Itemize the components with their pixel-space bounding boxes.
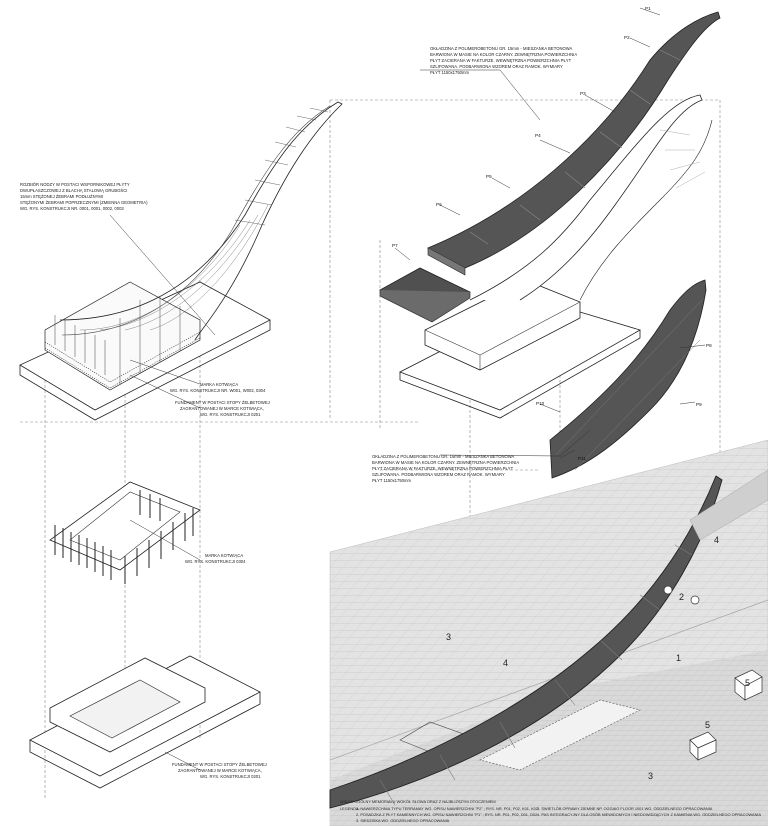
- site-number: 1: [676, 653, 681, 663]
- panel-tag: P11: [578, 456, 586, 461]
- panel-tag: P5: [486, 174, 492, 179]
- note-anchor-mark-upper: MARKA KOTWIĄCA WG. RYS. KONSTRUKCJI NR. …: [170, 382, 266, 393]
- legend-caption: LEGENDA:: [340, 806, 360, 811]
- site-view: [329, 439, 768, 826]
- panel-tag: P6: [436, 202, 442, 207]
- note-line: FUNDAMENT W POSTACI STOPY ŻELBETOWEJ: [172, 762, 267, 767]
- note-line: OKŁADZINA Z POLIMEROBETONU GR. 15mm - MI…: [372, 454, 515, 459]
- note-anchor-mark-lower: MARKA KOTWIĄCA WG. RYS. KONSTRUKCJI 0304: [185, 553, 246, 564]
- note-line: WG. RYS. KONSTRUKCJI NR. 0001, 0001, 000…: [20, 206, 124, 211]
- note-line: MARKA KOTWIĄCA: [200, 382, 238, 387]
- note-line: DWUPŁASZCZOWEJ Z BLACHĄ STALOWĄ GRUBOŚCI: [20, 188, 127, 193]
- note-foundation-lower: FUNDAMENT W POSTACI STOPY ŻELBETOWEJ ZAG…: [172, 762, 267, 779]
- site-number: 3: [446, 632, 451, 642]
- note-line: PŁYT ZACIERANA W FAKTURZE. WEWNĘTRZNA PO…: [372, 466, 514, 471]
- note-line: PŁYT 1150x1750mm: [430, 70, 469, 75]
- leader-lines: [109, 7, 706, 771]
- panel-tags: P1 P2 P3 P4 P5 P6 P7 P8 P9 P10 P11: [392, 6, 712, 461]
- legend: WIDOK OGÓLNY MEMORIAŁU WOKÓŁ SŁOWA ORAZ …: [340, 799, 762, 823]
- legend-item: 4. PAS INTEGRACYJNY DLA OSÓB NIEWIDOMYCH…: [537, 812, 762, 817]
- note-line: SZLIFOWANA. PODBARWIONA WZOREM ORAZ RAMO…: [372, 472, 505, 477]
- note-foundation-upper: FUNDAMENT W POSTACI STOPY ŻELBETOWEJ ZAG…: [175, 400, 270, 417]
- exploded-cladding: [379, 11, 721, 479]
- legend-item: 3. SIEDZISKA WG. ODDZIELNEGO OPRACOWANIA: [356, 818, 450, 823]
- note-line: WG. RYS. KONSTRUKCJI 0304: [185, 559, 246, 564]
- note-line: BARWIONA W MASIE NA KOLOR CZARNY. ZEWNĘT…: [430, 52, 577, 57]
- legend-item: 2. POSADZKA Z PŁYT KAMIENNYCH WG. OPISU …: [356, 812, 537, 817]
- note-line: PŁYT 1150x1750mm: [372, 478, 411, 483]
- note-line: SZLIFOWANA. PODBARWIONA WZOREM ORAZ RAMO…: [430, 64, 563, 69]
- note-line: FUNDAMENT W POSTACI STOPY ŻELBETOWEJ: [175, 400, 270, 405]
- site-numbers: 1 2 3 3 4 4 5 5: [446, 535, 750, 781]
- note-line: PŁYT ZACIERANA W FAKTURZE. WEWNĘTRZNA PO…: [430, 58, 572, 63]
- panel-tag: P4: [535, 133, 541, 138]
- structure-with-base: [399, 94, 713, 419]
- note-line: MARKA KOTWIĄCA: [205, 553, 243, 558]
- panel-tag: P2: [624, 35, 630, 40]
- panel-tag: P3: [580, 91, 586, 96]
- panel-tag: P1: [645, 6, 651, 11]
- site-number: 5: [705, 720, 710, 730]
- foundation-assembly: [29, 655, 261, 789]
- note-line: BARWIONA W MASIE NA KOLOR CZARNY. ZEWNĘT…: [372, 460, 519, 465]
- legend-item: 3. ŚWIETLÓB OPRAWY ZIEMNE NP. OGGAIO FLO…: [537, 806, 713, 811]
- site-number: 2: [679, 592, 684, 602]
- panel-tag: P8: [706, 343, 712, 348]
- site-number: 5: [745, 678, 750, 688]
- note-line: ZAGRANTOWANEJ W MARCE KOTWIĄCA,: [180, 406, 264, 411]
- anchor-mark-assembly: [49, 481, 201, 584]
- steel-frame-assembly: [19, 101, 343, 421]
- note-line: WG. RYS. KONSTRUKCJI 0201: [200, 412, 261, 417]
- note-line: OKŁADZINA Z POLIMEROBETONU GR. 15mm - MI…: [430, 46, 573, 51]
- note-line: WG. RYS. KONSTRUKCJI NR. W001, W002, 030…: [170, 388, 266, 393]
- legend-item: 1. NAWIERZCHNIA TYPU TERRAMAY WG. OPISU …: [356, 806, 538, 811]
- panel-tag: P7: [392, 243, 398, 248]
- site-number: 4: [503, 658, 508, 668]
- site-number: 4: [714, 535, 719, 545]
- site-number: 3: [648, 771, 653, 781]
- note-line: ROZBIÓR NODZY W POSTACI WSPORNIKOWEJ PŁY…: [20, 182, 130, 187]
- note-line: STĘŻONYMI ŻEBRAMI POPRZECZNYMI (ZMIENNA …: [20, 200, 148, 205]
- note-frame-structure: ROZBIÓR NODZY W POSTACI WSPORNIKOWEJ PŁY…: [20, 182, 148, 211]
- note-cladding-top: OKŁADZINA Z POLIMEROBETONU GR. 15mm - MI…: [430, 46, 577, 75]
- legend-title: WIDOK OGÓLNY MEMORIAŁU WOKÓŁ SŁOWA ORAZ …: [340, 799, 496, 804]
- note-line: ZAGRANTOWANEJ W MARCE KOTWIĄCA,: [178, 768, 262, 773]
- panel-tag: P10: [536, 401, 545, 406]
- note-line: WG. RYS. KONSTRUKCJI 0201: [200, 774, 261, 779]
- panel-tag: P9: [696, 402, 702, 407]
- note-line: 15mm STĘŻONEJ ŻEBRAMI PODŁUŻNYMI: [20, 194, 103, 199]
- note-cladding-lower: OKŁADZINA Z POLIMEROBETONU GR. 15mm - MI…: [372, 454, 519, 483]
